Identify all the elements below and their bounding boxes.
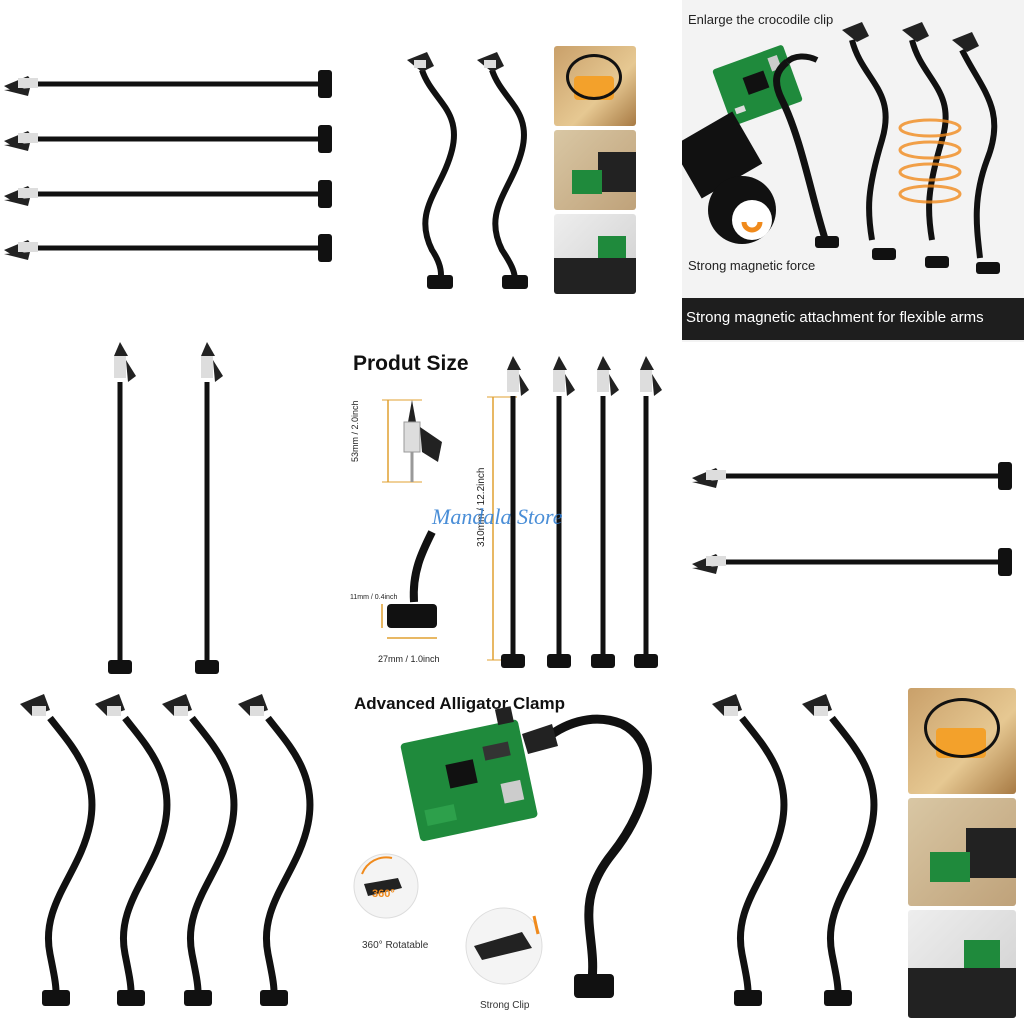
tile-curvy-arms-4 [0, 684, 340, 1024]
photo-workbench-1 [554, 46, 636, 126]
tile-curvy-arms-photos-2 [684, 684, 1024, 1024]
photo-workbench-5 [908, 798, 1016, 906]
photo-workbench-4 [908, 688, 1016, 794]
tile-magnetic-attachment: Enlarge the crocodile clip [682, 0, 1024, 342]
base-width-label: 27mm / 1.0inch [378, 654, 440, 664]
rotatable-label: 360° Rotatable [362, 940, 429, 951]
size-diagram [381, 356, 662, 668]
curvy-arms-graphic [407, 52, 528, 289]
tile-product-size: Produt Size 53mm / 2.0inch 310mm / 12.2i… [342, 342, 682, 682]
photo-workbench-2 [554, 130, 636, 210]
clip-height-label: 53mm / 2.0inch [350, 400, 360, 462]
tile-alligator-clamp: Advanced Alligator Clamp 360° 360° Rotat… [342, 684, 682, 1024]
strong-clip-label: Strong Clip [480, 1000, 530, 1011]
magnet-banner-text: Strong magnetic attachment for flexible … [686, 309, 984, 326]
crocodile-clip-caption: Enlarge the crocodile clip [688, 12, 834, 27]
tile-horizontal-arms-4 [0, 0, 340, 300]
horizontal-arms-graphic [4, 70, 332, 262]
photo-workbench-6 [908, 910, 1016, 1018]
photo-workbench-3 [554, 214, 636, 294]
magnetic-arms-graphic [682, 22, 1000, 274]
tile-curvy-arms-photos [342, 0, 642, 300]
store-watermark: Mandala Store [432, 504, 563, 529]
size-title: Produt Size [353, 352, 469, 375]
base-height-label: 11mm / 0.4inch [350, 594, 398, 601]
curvy-arms-4-graphic [20, 694, 314, 1006]
clamp-title: Advanced Alligator Clamp [354, 694, 565, 713]
clamp-graphic [353, 706, 652, 998]
vertical-arms-graphic [108, 342, 223, 674]
tile-vertical-arms-2 [0, 342, 340, 682]
tile-horizontal-arms-2 [684, 342, 1024, 682]
magnet-banner: Strong magnetic attachment for flexible … [682, 298, 1024, 340]
curvy-arms-2-graphic [712, 694, 878, 1006]
horizontal-arms-2-graphic [692, 462, 1012, 576]
magnet-force-caption: Strong magnetic force [688, 258, 816, 273]
rotatable-badge: 360° [372, 888, 395, 900]
